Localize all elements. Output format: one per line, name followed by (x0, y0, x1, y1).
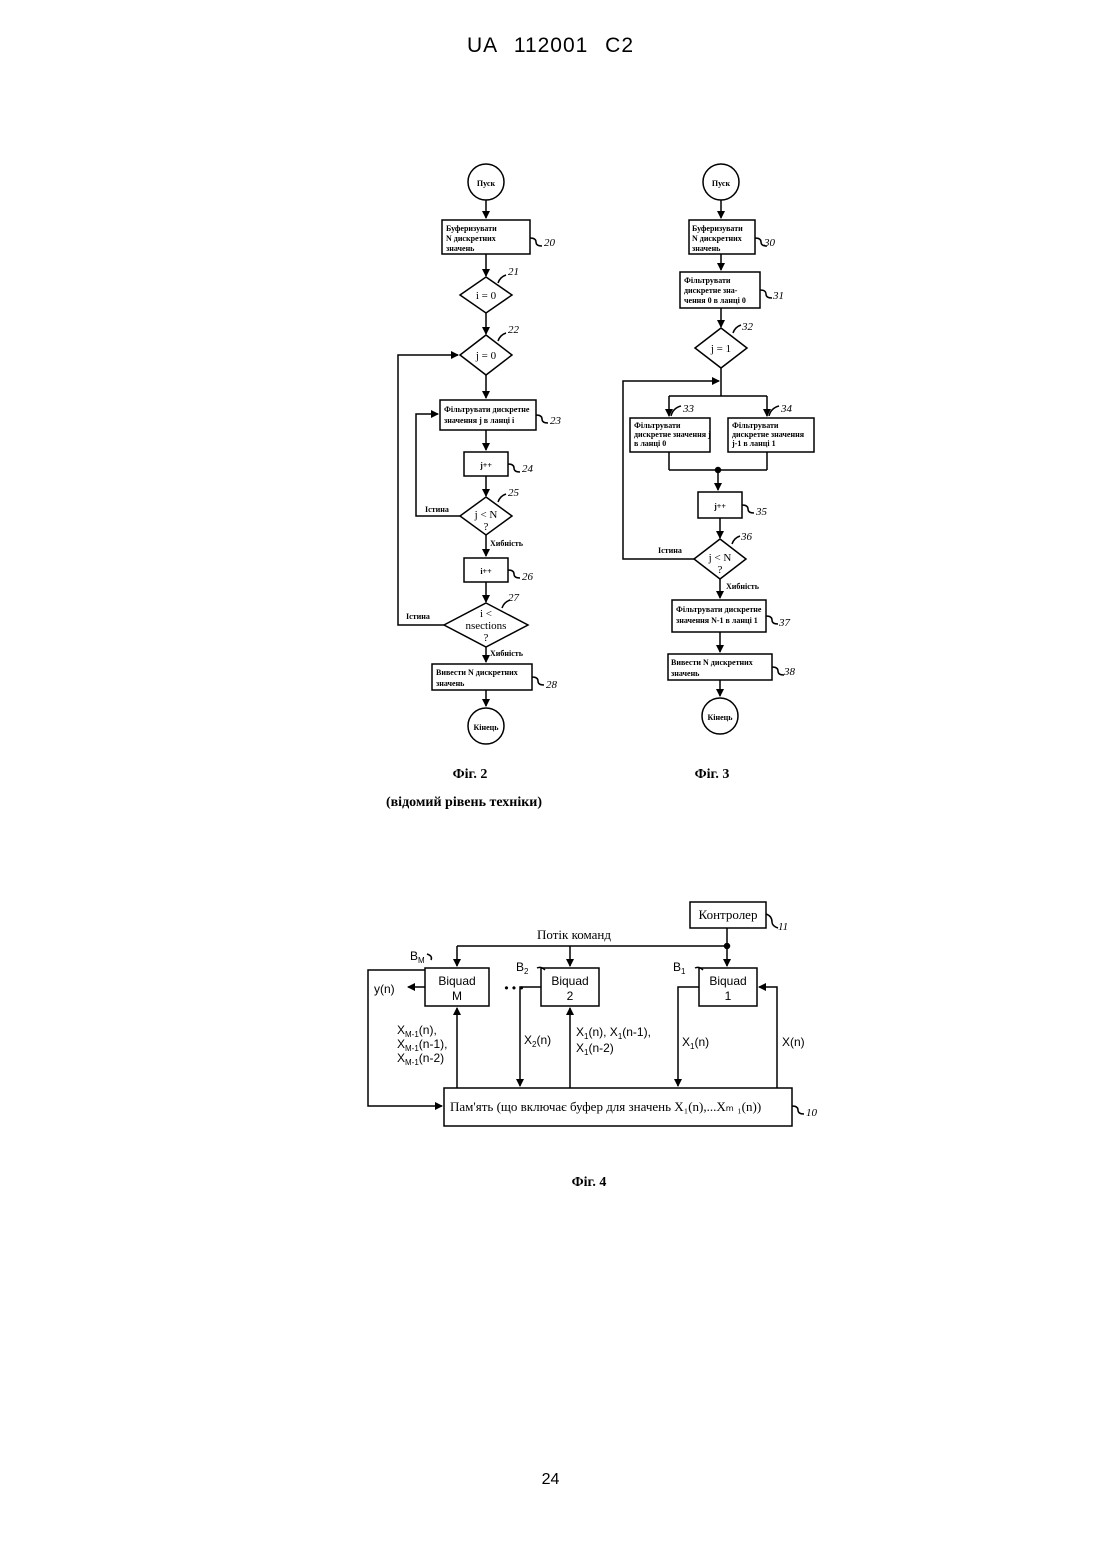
fig3-b31-line1: Фільтрувати (684, 276, 731, 285)
fig4-biquad-1-line2: 1 (725, 989, 732, 1003)
fig2-false27: Хибність (490, 649, 524, 658)
fig3-b37-line1: Фільтрувати дискретне (676, 605, 762, 614)
fig2-true25: Істина (425, 505, 449, 514)
fig4-biquad-2-line2: 2 (567, 989, 574, 1003)
fig2-b20-line1: Буферизувати (446, 224, 497, 233)
fig2-b23-line2: значення j в ланці i (444, 416, 515, 425)
fig3-true36: Істина (658, 546, 682, 555)
fig4-b1-label: B1 (673, 960, 686, 976)
fig2-caption: Фіг. 2 (453, 767, 488, 782)
fig3-false36: Хибність (726, 582, 760, 591)
fig2-end-label: Кінець (473, 723, 499, 732)
fig4-x1-hist-line2: X1(n-2) (576, 1041, 614, 1057)
fig3-ref31: 31 (772, 290, 784, 302)
fig4-biquad-m-line1: Biquad (438, 974, 475, 988)
fig2-texts: Пуск Буферизувати N дискретних значень 2… (386, 179, 562, 810)
fig2-ref22: 22 (508, 324, 520, 336)
fig2-d27-line2: nsections (466, 620, 507, 632)
fig3-b30-line1: Буферизувати (692, 224, 743, 233)
fig2-ref20: 20 (544, 237, 556, 249)
fig4-b2-label: B2 (516, 960, 529, 976)
fig4-biquad-1-line1: Biquad (709, 974, 746, 988)
fig3-caption: Фіг. 3 (695, 767, 730, 782)
fig3-b38-line1: Вивести N дискретних (671, 658, 753, 667)
fig3-ref32: 32 (741, 321, 754, 333)
fig2-d25-line1: j < N (474, 509, 498, 521)
fig4-command-flow: Потік команд (537, 927, 611, 942)
fig2-d25-line2: ? (484, 521, 489, 533)
fig2-b20-line3: значень (446, 244, 475, 253)
fig2-start-label: Пуск (477, 179, 496, 188)
fig2-ref27: 27 (508, 592, 520, 604)
fig2-b24-label: j++ (479, 461, 492, 470)
fig2-ref21: 21 (508, 266, 519, 278)
fig4-ref10: 10 (806, 1107, 818, 1119)
fig3-b33-line2: дискретне значення j (634, 430, 711, 439)
fig3-ref35: 35 (755, 506, 768, 518)
fig2-ref23: 23 (550, 415, 562, 427)
fig2-b26-label: i++ (480, 567, 492, 576)
fig3-b31-line2: дискретне зна- (684, 286, 738, 295)
fig3-d36-line1: j < N (708, 552, 732, 564)
fig3-start-label: Пуск (712, 179, 731, 188)
fig4-memory-label: Пам'ять (що включає буфер для значень X₁… (450, 1099, 761, 1114)
fig3-b37-line2: значення N-1 в ланці 1 (676, 616, 758, 625)
fig4-yn-label: y(n) (374, 982, 395, 996)
fig3-b34-line3: j-1 в ланці 1 (731, 439, 776, 448)
fig4-xn-label: X(n) (782, 1035, 805, 1049)
fig4-x1-hist-line1: X1(n), X1(n-1), (576, 1025, 651, 1041)
fig2-ref24: 24 (522, 463, 534, 475)
fig4-caption: Фіг. 4 (572, 1175, 607, 1190)
fig4-ref11: 11 (778, 921, 788, 933)
fig4-x1n-label: X1(n) (682, 1035, 709, 1051)
fig2-ref25: 25 (508, 487, 520, 499)
fig3-b33-line3: в ланці 0 (634, 439, 666, 448)
fig3-ref37: 37 (778, 617, 791, 629)
page-number: 24 (0, 1471, 1101, 1489)
fig3-b38-line2: значень (671, 669, 700, 678)
fig3-ref33: 33 (682, 403, 695, 415)
fig3-ref30: 30 (763, 237, 776, 249)
fig3-b30-line3: значень (692, 244, 721, 253)
fig2-b28-line2: значень (436, 679, 465, 688)
fig4-bm-label: BM (410, 949, 425, 965)
fig3-b35-label: j++ (713, 502, 726, 511)
fig2-d27-line3: ? (484, 632, 489, 644)
fig3-b30-line2: N дискретних (692, 234, 742, 243)
fig4-dots: • • • (504, 981, 523, 995)
fig4-xm1-line3: XM-1(n-2) (397, 1051, 444, 1067)
fig3-d36-line2: ? (718, 564, 723, 576)
fig2-d21-label: i = 0 (476, 290, 497, 302)
fig3-b33-line1: Фільтрувати (634, 421, 681, 430)
fig2-d22-label: j = 0 (475, 350, 497, 362)
fig3-b34-line1: Фільтрувати (732, 421, 779, 430)
fig2-ref28: 28 (546, 679, 558, 691)
fig2-d27-line1: i < (480, 608, 492, 620)
fig3-ref36: 36 (740, 531, 753, 543)
fig2-true27: Істина (406, 612, 430, 621)
fig3-b34-line2: дискретне значення (732, 430, 805, 439)
fig2-b28-line1: Вивести N дискретних (436, 668, 518, 677)
fig4-biquad-2-line1: Biquad (551, 974, 588, 988)
fig4-texts: Контролер 11 Потік команд BM B2 B1 Biqua… (374, 907, 818, 1190)
fig4-biquad-m-line2: M (452, 989, 462, 1003)
fig2-subcaption: (відомий рівень техніки) (386, 795, 542, 810)
fig3-d32-label: j = 1 (710, 343, 731, 355)
fig4-controller-label: Контролер (699, 907, 758, 922)
fig3-b31-line3: чення 0 в ланці 0 (684, 296, 746, 305)
fig2-b23-line1: Фільтрувати дискретне (444, 405, 530, 414)
fig3-ref38: 38 (783, 666, 796, 678)
fig3-ref34: 34 (780, 403, 793, 415)
fig3-end-label: Кінець (707, 713, 733, 722)
fig2-b20-line2: N дискретних (446, 234, 496, 243)
fig2-false25: Хибність (490, 539, 524, 548)
fig2-ref26: 26 (522, 571, 534, 583)
fig4-x2n-label: X2(n) (524, 1033, 551, 1049)
